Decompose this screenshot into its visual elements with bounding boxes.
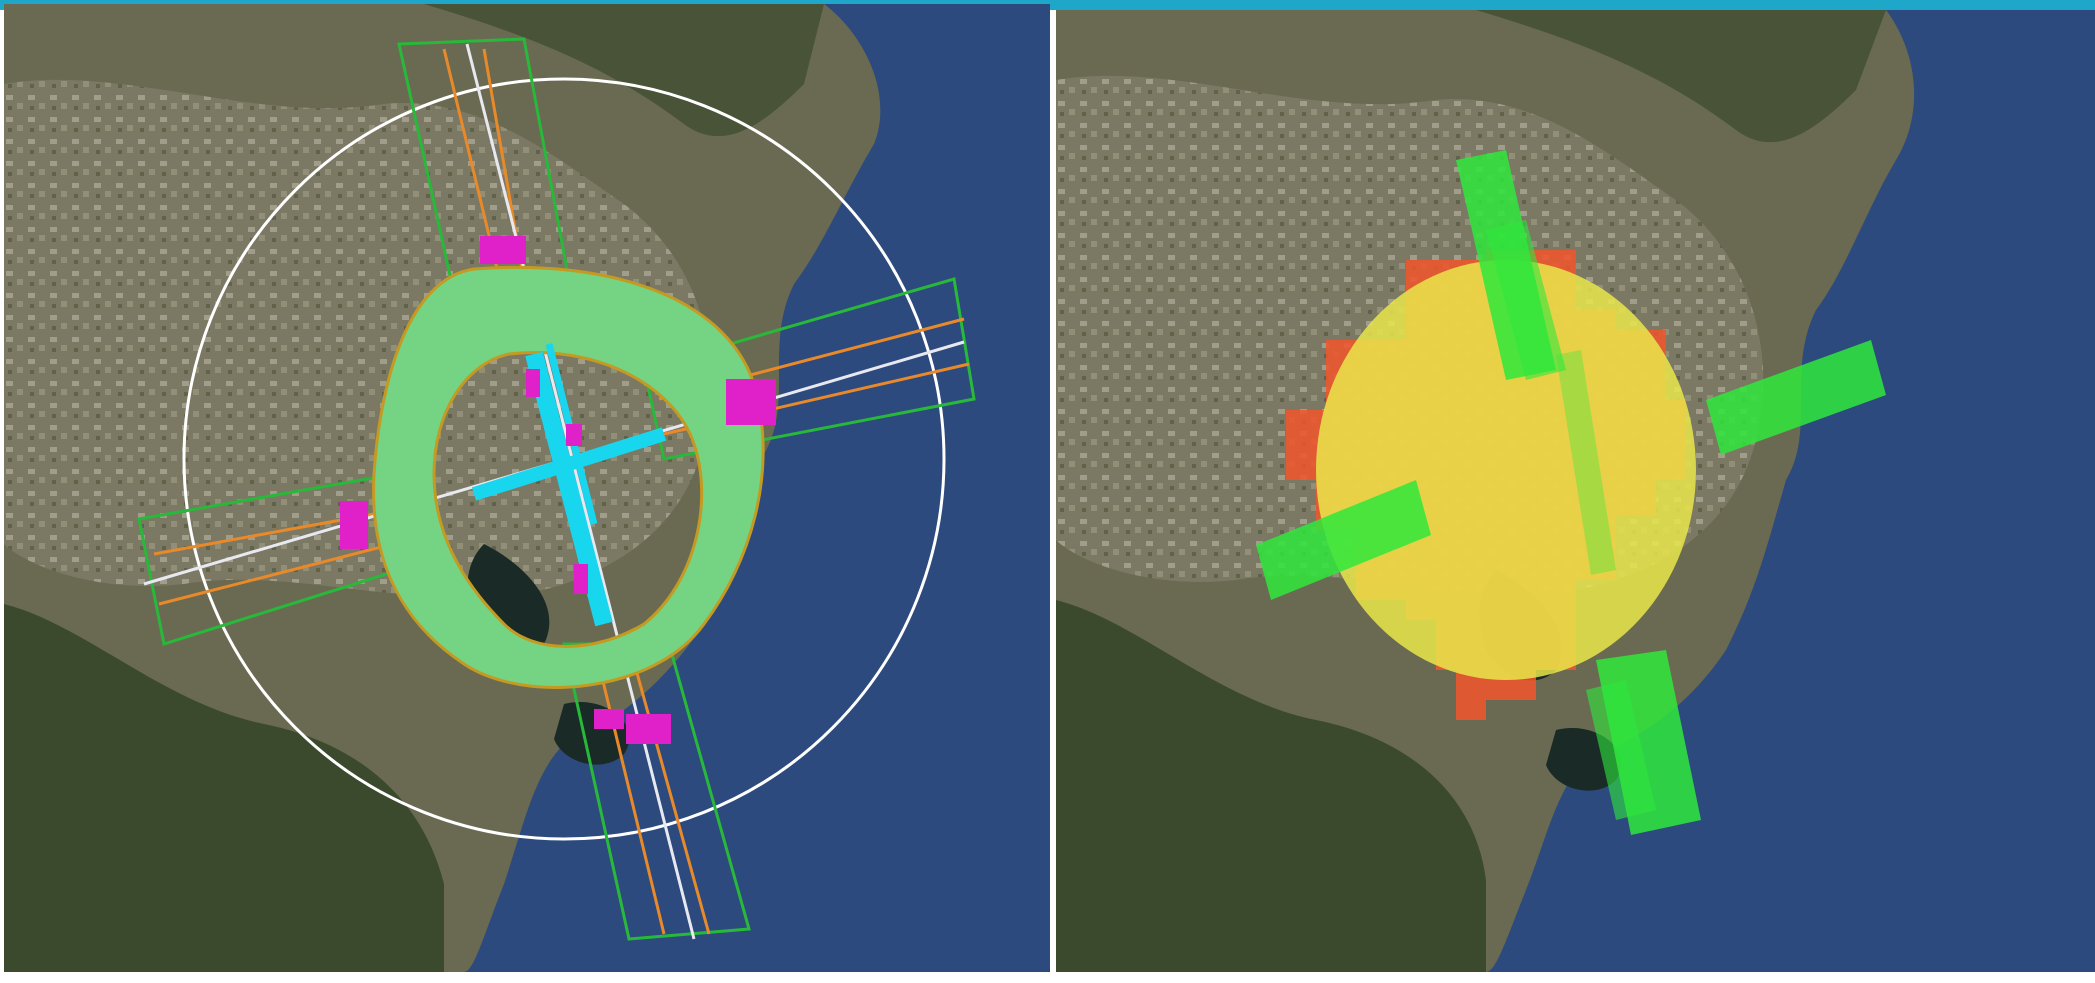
threshold-marker xyxy=(480,236,526,264)
right-map-svg xyxy=(1056,10,2095,972)
forest-south xyxy=(4,604,444,972)
threshold-marker xyxy=(726,379,776,425)
threshold-marker xyxy=(566,424,582,446)
right-map-panel xyxy=(1056,10,2095,972)
cross-runway xyxy=(471,427,667,501)
green-ring xyxy=(372,265,765,689)
threshold-marker xyxy=(526,369,540,397)
threshold-marker xyxy=(594,709,624,729)
green-corridor-south-strip xyxy=(1586,680,1656,820)
threshold-marker xyxy=(574,564,588,594)
green-corridor-west xyxy=(1256,480,1431,600)
threshold-marker xyxy=(340,501,368,549)
threshold-markers xyxy=(340,236,776,744)
forest-north xyxy=(424,4,824,137)
left-map-svg xyxy=(4,4,1050,972)
green-corridors xyxy=(1256,150,1886,835)
green-corridor-east xyxy=(1706,340,1886,455)
yellow-disc xyxy=(1316,260,1696,680)
range-circle xyxy=(182,77,946,841)
green-corridor-north-strip xyxy=(1486,220,1566,380)
runway-centerline xyxy=(465,43,696,940)
corridor-line xyxy=(592,643,666,935)
cross-runway xyxy=(525,351,613,627)
forest-south xyxy=(1056,600,1486,972)
forest-north xyxy=(1476,10,1886,143)
left-map-panel xyxy=(4,4,1050,972)
corridor-line xyxy=(627,643,711,935)
threshold-marker xyxy=(626,714,671,744)
green-corridor-overlap xyxy=(1556,350,1616,575)
